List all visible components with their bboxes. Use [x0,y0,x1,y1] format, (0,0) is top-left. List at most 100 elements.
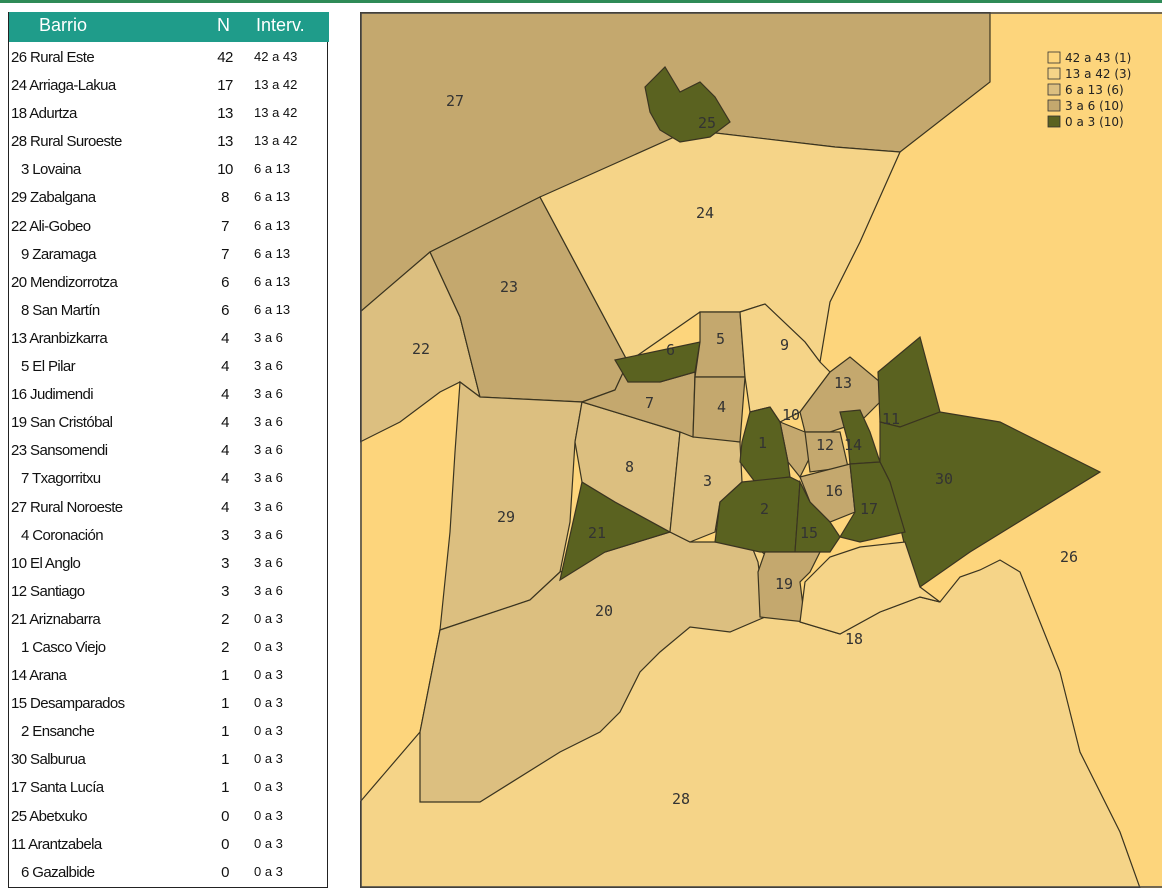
row-interv: 0 a 3 [254,807,283,823]
row-barrio: 16 Judimendi [11,386,94,404]
region-17 [839,461,906,543]
row-interv: 0 a 3 [254,695,283,711]
legend-swatch [1047,51,1061,64]
header-n: N [217,15,230,35]
row-n: 10 [217,161,233,179]
label-26: 26 [1060,548,1078,566]
row-n: 0 [221,863,229,881]
row-n: 3 [221,554,229,572]
row-n: 17 [217,77,233,95]
label-8: 8 [625,458,634,476]
row-barrio: 8 San Martín [21,301,100,319]
legend-label: 0 a 3 (10) [1065,115,1124,129]
label-25: 25 [698,114,716,132]
row-n: 7 [221,217,229,235]
row-barrio: 12 Santiago [11,582,85,600]
label-10: 10 [782,406,800,424]
legend-label: 6 a 13 (6) [1065,83,1124,97]
region-4 [692,376,746,443]
label-16: 16 [825,482,843,500]
row-interv: 3 a 6 [254,554,283,570]
map-svg: 1 2 3 4 5 6 7 8 9 10 11 12 13 14 15 16 1… [360,12,1162,888]
label-27: 27 [446,92,464,110]
table-row: 8 San Martín 6 6 a 13 [9,297,329,325]
legend-label: 42 a 43 (1) [1065,51,1131,65]
region-3 [669,431,743,543]
row-n: 3 [221,582,229,600]
row-barrio: 13 Aranbizkarra [11,329,108,347]
label-19: 19 [775,575,793,593]
row-barrio: 10 El Anglo [11,554,81,572]
row-n: 13 [217,133,233,151]
label-18: 18 [845,630,863,648]
header-barrio: Barrio [39,15,88,35]
row-n: 4 [221,442,229,460]
row-n: 1 [221,751,229,769]
row-interv: 0 a 3 [254,723,283,739]
row-barrio: 22 Ali-Gobeo [11,217,91,235]
label-24: 24 [696,204,714,222]
row-n: 42 [217,49,233,66]
row-barrio: 26 Rural Este [11,49,95,66]
row-barrio: 3 Lovaina [21,161,81,179]
label-2: 2 [760,500,769,518]
label-15: 15 [800,524,818,542]
legend-swatch [1047,67,1061,80]
row-interv: 3 a 6 [254,470,283,486]
label-3: 3 [703,472,712,490]
row-barrio: 20 Mendizorrotza [11,273,118,291]
row-interv: 13 a 42 [254,105,298,121]
table-row: 10 El Anglo 3 3 a 6 [9,550,329,578]
row-interv: 3 a 6 [254,442,283,458]
row-n: 1 [221,695,229,713]
row-barrio: 6 Gazalbide [21,863,95,881]
label-29: 29 [497,508,515,526]
row-barrio: 18 Adurtza [11,105,77,123]
row-n: 3 [221,526,229,544]
row-interv: 0 a 3 [254,751,283,767]
row-interv: 0 a 3 [254,638,283,654]
row-n: 2 [221,638,229,656]
legend-label: 13 a 42 (3) [1065,67,1131,81]
row-barrio: 28 Rural Suroeste [11,133,122,151]
row-interv: 6 a 13 [254,189,291,205]
row-n: 0 [221,835,229,853]
legend-swatch [1047,115,1061,128]
table-header: Barrio N Interv. [9,12,329,42]
region-25 [644,66,731,143]
legend-label: 3 a 6 (10) [1065,99,1124,113]
row-interv: 0 a 3 [254,667,283,683]
label-13: 13 [834,374,852,392]
row-n: 8 [221,189,229,207]
label-23: 23 [500,278,518,296]
row-interv: 13 a 42 [254,133,298,149]
row-n: 1 [221,779,229,797]
legend-swatch [1047,99,1061,112]
map-frame [360,12,1162,888]
row-barrio: 9 Zaramaga [21,245,96,263]
row-n: 4 [221,414,229,432]
row-n: 6 [221,301,229,319]
label-21: 21 [588,524,606,542]
row-interv: 3 a 6 [254,386,283,402]
row-n: 4 [221,470,229,488]
row-interv: 0 a 3 [254,835,283,851]
label-28: 28 [672,790,690,808]
row-interv: 3 a 6 [254,414,283,430]
label-4: 4 [717,398,726,416]
row-interv: 6 a 13 [254,301,291,317]
